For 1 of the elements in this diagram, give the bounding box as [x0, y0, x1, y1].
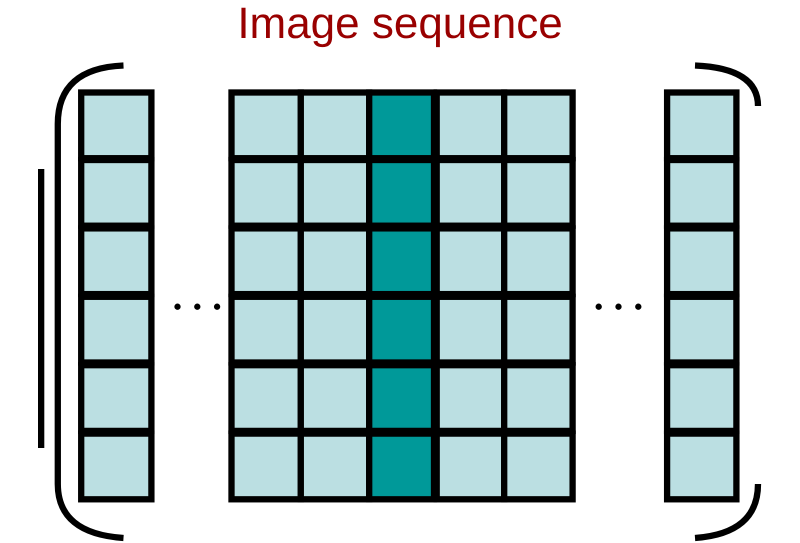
diagram-title: Image sequence — [236, 0, 564, 48]
